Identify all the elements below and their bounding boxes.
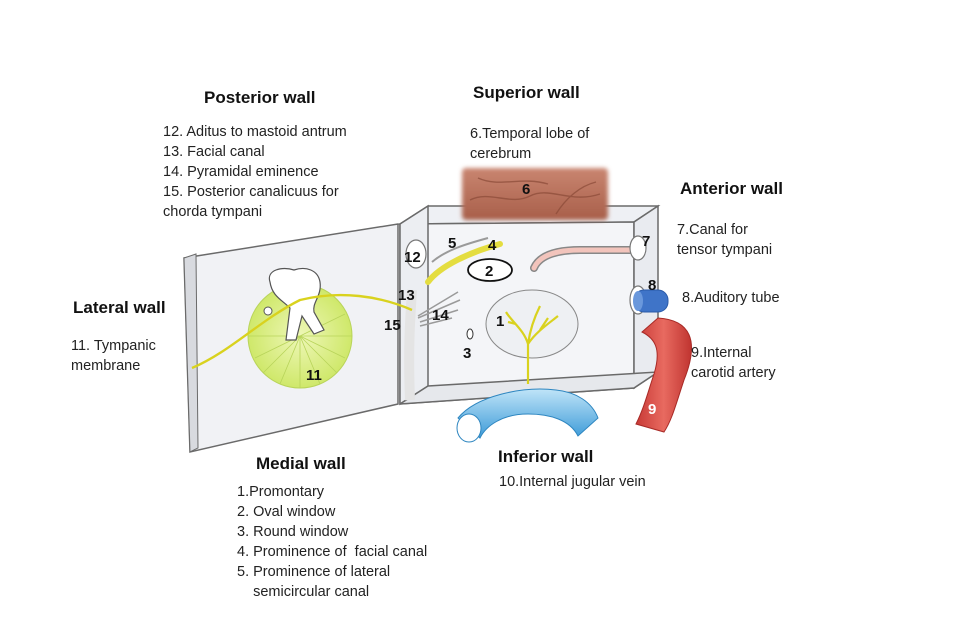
inferior-item-10: 10.Internal jugular vein [499, 474, 646, 490]
marker-7: 7 [642, 233, 650, 250]
lateral-item-11: 11. Tympanic [71, 338, 156, 354]
inferior-wall-list: 10.Internal jugular vein [499, 472, 646, 492]
superior-wall-title: Superior wall [473, 83, 580, 102]
anterior-wall-list: 7.Canal for tensor tympani [677, 220, 772, 260]
anterior-item-8: 8.Auditory tube [682, 290, 780, 306]
anterior-item-9-line1: 9.Internal [691, 345, 752, 361]
posterior-wall-title: Posterior wall [204, 88, 316, 107]
posterior-wall-list: 12. Aditus to mastoid antrum 13. Facial … [163, 122, 347, 222]
facial-canal-path [425, 241, 503, 285]
lateral-canal-prominence [431, 237, 489, 263]
medial-item-2: 2. Oval window [237, 504, 336, 520]
marker-3: 3 [463, 345, 471, 362]
lateral-wall-panel [183, 223, 399, 453]
temporal-lobe-gyri [469, 177, 601, 215]
tympanic-plexus [505, 305, 559, 384]
marker-6: 6 [522, 181, 530, 198]
anterior-wall-title: Anterior wall [680, 179, 783, 198]
facial-canal-descending [404, 289, 417, 401]
marker-1: 1 [496, 313, 504, 330]
medial-item-5: 5. Prominence of lateral [237, 564, 391, 580]
marker-2: 2 [485, 263, 493, 280]
superior-wall-list: 6.Temporal lobe of cerebrum [470, 124, 589, 164]
anterior-item-7: 7.Canal for [677, 222, 748, 238]
posterior-item-15: 15. Posterior canalicuus for [163, 184, 339, 200]
oval-window [467, 258, 513, 282]
marker-14: 14 [432, 307, 449, 324]
medial-item-3: 3. Round window [237, 524, 349, 540]
internal-jugular-vein [457, 388, 599, 439]
inferior-wall-title: Inferior wall [498, 447, 594, 466]
marker-8: 8 [648, 277, 656, 294]
internal-carotid-artery [635, 317, 692, 433]
superior-item-6-cont: cerebrum [470, 146, 532, 162]
lateral-item-11-cont: membrane [71, 358, 141, 374]
marker-11: 11 [306, 367, 322, 384]
marker-5: 5 [448, 235, 456, 252]
anterior-item-9-line2: carotid artery [691, 365, 776, 381]
marker-13: 13 [398, 287, 415, 304]
lateral-wall-title: Lateral wall [73, 298, 166, 317]
posterior-item-15-cont: chorda tympani [163, 204, 263, 220]
medial-wall-title: Medial wall [256, 454, 346, 473]
lateral-wall-list: 11. Tympanic membrane [71, 336, 156, 376]
pyramidal-eminence [417, 291, 461, 327]
posterior-item-13: 13. Facial canal [163, 144, 265, 160]
malleus-small-circle [263, 306, 273, 316]
anterior-item-7-cont: tensor tympani [677, 242, 773, 258]
posterior-item-12: 12. Aditus to mastoid antrum [163, 124, 347, 140]
round-window [466, 328, 474, 340]
marker-15: 15 [384, 317, 401, 334]
medial-item-4: 4. Prominence of facial canal [237, 544, 428, 560]
superior-item-6: 6.Temporal lobe of [470, 126, 590, 142]
anterior-item-9: 9.Internal carotid artery [691, 343, 776, 383]
malleus [268, 267, 325, 341]
tensor-tympani-opening [629, 235, 647, 261]
marker-4: 4 [488, 237, 497, 254]
chorda-tympani [191, 293, 413, 370]
medial-wall-list: 1.Promontary 2. Oval window 3. Round win… [237, 482, 427, 602]
medial-item-1: 1.Promontary [237, 484, 325, 500]
aditus-to-mastoid-antrum [405, 239, 427, 269]
posterior-item-14: 14. Pyramidal eminence [163, 164, 319, 180]
medial-item-5-cont: semicircular canal [237, 584, 370, 600]
marker-9: 9 [648, 401, 656, 418]
marker-12: 12 [404, 249, 421, 266]
